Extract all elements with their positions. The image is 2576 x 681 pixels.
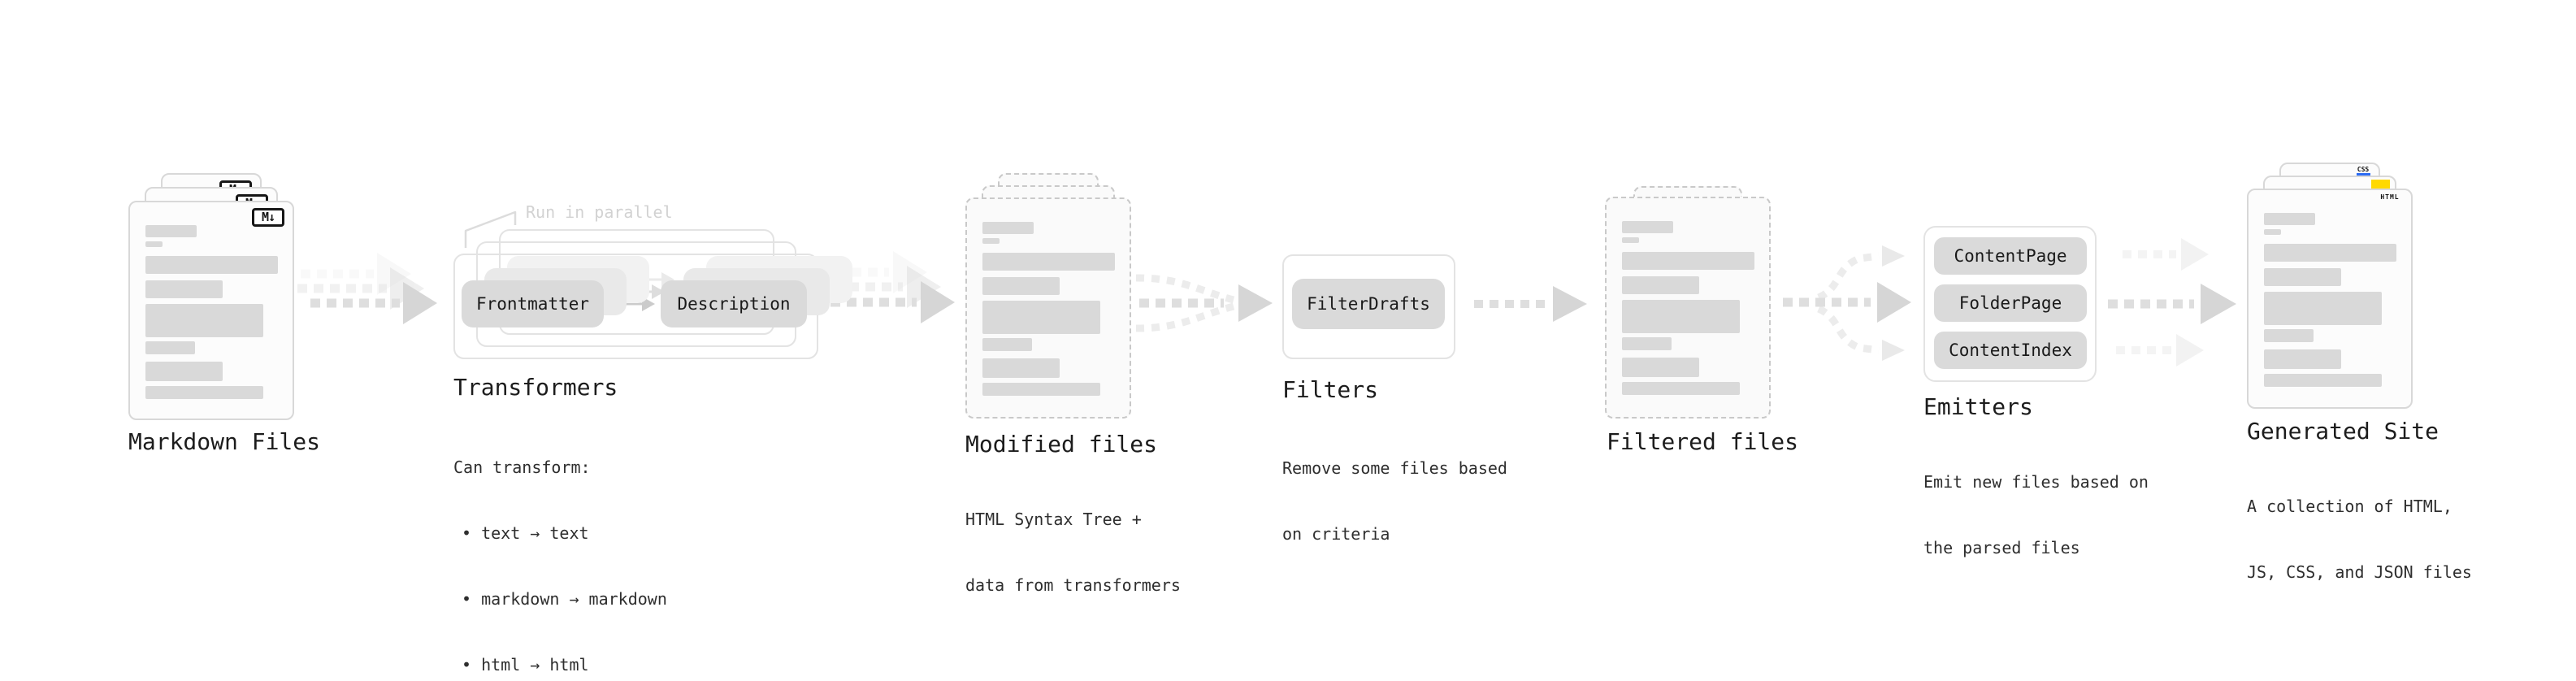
placeholder-text-bar (145, 304, 263, 337)
arrow-markdown-to-transformers (284, 253, 437, 324)
placeholder-text-bar (982, 338, 1032, 351)
bullet-html-to-html: • html → html (462, 655, 589, 674)
emitters-caption-line1: Emit new files based on (1923, 472, 2149, 492)
placeholder-text-bar (1622, 382, 1740, 395)
document-placeholder-lines (130, 202, 293, 419)
filters-caption-line1: Remove some files based (1282, 458, 1507, 478)
markdown-files-label: Markdown Files (128, 428, 321, 455)
placeholder-text-bar (1622, 300, 1740, 333)
bullet-text-to-text: • text → text (462, 523, 589, 543)
html5-icon: HTML 5 (2380, 193, 2400, 218)
placeholder-text-bar (982, 277, 1060, 295)
placeholder-text-bar (2264, 374, 2382, 387)
placeholder-text-bar (145, 341, 195, 354)
placeholder-text-bar (145, 280, 223, 298)
emitters-caption-line2: the parsed files (1923, 538, 2080, 557)
placeholder-text-bar (1622, 337, 1672, 350)
placeholder-text-bar (982, 383, 1100, 396)
placeholder-text-bar (1622, 276, 1699, 294)
arrow-filters-to-filtered (1474, 286, 1587, 322)
filters-frame (1282, 254, 1455, 359)
modified-files-label: Modified files (965, 431, 1158, 458)
placeholder-text-bar (2264, 268, 2341, 286)
css-icon-label: CSS (2357, 166, 2370, 173)
placeholder-text-bar (2264, 229, 2281, 235)
run-in-parallel-annotation: Run in parallel (526, 202, 673, 222)
generated-site-label: Generated Site (2247, 418, 2439, 445)
placeholder-text-bar (982, 253, 1115, 271)
generated-caption-line2: JS, CSS, and JSON files (2247, 562, 2472, 582)
html5-icon-label: HTML (2380, 193, 2400, 201)
markdown-icon: M↓ (252, 208, 284, 227)
filterdrafts-pill: FilterDrafts (1292, 279, 1445, 329)
transformers-title: Transformers (453, 374, 618, 401)
document-placeholder-lines (1607, 198, 1769, 417)
placeholder-text-bar (982, 358, 1060, 378)
filters-caption: Remove some files based on criteria (1282, 414, 1507, 589)
placeholder-text-bar (2264, 213, 2315, 225)
css-icon: CSS (2353, 167, 2373, 176)
placeholder-text-bar (2264, 292, 2382, 325)
transformers-description: Can transform: • text → text • markdown … (453, 413, 667, 681)
placeholder-text-bar (1622, 358, 1699, 377)
emitters-caption: Emit new files based on the parsed files (1923, 427, 2149, 603)
markdown-file-card-front: M↓ (128, 201, 294, 420)
placeholder-text-bar (1622, 221, 1673, 233)
contentpage-pill: ContentPage (1934, 237, 2087, 275)
generated-file-card-html: HTML 5 (2247, 189, 2413, 409)
can-transform-heading: Can transform: (453, 458, 591, 477)
document-placeholder-lines (2249, 190, 2411, 407)
placeholder-text-bar (2264, 329, 2314, 342)
placeholder-text-bar (1622, 237, 1639, 243)
emitters-title: Emitters (1923, 393, 2033, 420)
generated-site-caption: A collection of HTML, JS, CSS, and JSON … (2247, 452, 2472, 627)
placeholder-text-bar (145, 241, 163, 247)
folderpage-pill: FolderPage (1934, 284, 2087, 322)
placeholder-text-bar (2264, 244, 2396, 262)
modified-file-card-front (965, 197, 1131, 419)
placeholder-text-bar (1622, 252, 1754, 270)
modified-caption-line2: data from transformers (965, 575, 1181, 595)
css-icon-underline (2356, 173, 2370, 176)
bullet-markdown-to-markdown: • markdown → markdown (462, 589, 667, 609)
placeholder-text-bar (145, 386, 263, 399)
placeholder-text-bar (982, 222, 1034, 234)
contentindex-pill: ContentIndex (1934, 332, 2087, 369)
frontmatter-pill: Frontmatter (462, 280, 604, 327)
description-pill: Description (661, 280, 807, 327)
filtered-file-card-front (1605, 197, 1771, 419)
modified-caption-line1: HTML Syntax Tree + (965, 510, 1142, 529)
emitters-frame (1923, 226, 2097, 382)
placeholder-text-bar (982, 301, 1100, 334)
arrow-modified-to-filters (1135, 274, 1273, 332)
placeholder-text-bar (145, 225, 197, 237)
filtered-files-label: Filtered files (1607, 428, 1799, 455)
placeholder-text-bar (2264, 349, 2341, 369)
arrow-filtered-to-emitters (1783, 245, 1911, 361)
javascript-icon (2371, 180, 2390, 189)
filters-title: Filters (1282, 376, 1379, 403)
document-placeholder-lines (967, 199, 1130, 417)
modified-files-caption: HTML Syntax Tree + data from transformer… (965, 465, 1181, 640)
generated-caption-line1: A collection of HTML, (2247, 497, 2452, 516)
placeholder-text-bar (145, 256, 278, 274)
placeholder-text-bar (145, 362, 223, 381)
arrows-emitters-to-generated (2108, 238, 2236, 367)
filters-caption-line2: on criteria (1282, 524, 1390, 544)
placeholder-text-bar (982, 238, 1000, 244)
